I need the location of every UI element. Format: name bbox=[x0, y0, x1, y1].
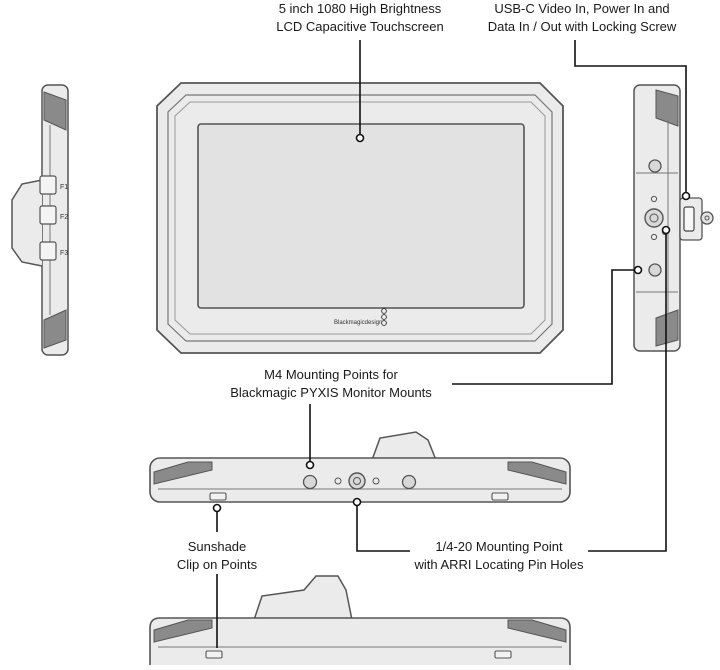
callout-m4: M4 Mounting Points for Blackmagic PYXIS … bbox=[216, 366, 446, 402]
bottom-view bbox=[149, 431, 571, 503]
callout-sunshade-line1: Sunshade bbox=[187, 539, 247, 554]
left-side-view: F1 F2 F3 bbox=[11, 84, 69, 356]
locking-screw-center bbox=[704, 215, 710, 221]
callout-m4-line1: M4 Mounting Points for bbox=[264, 367, 398, 382]
callout-screen: 5 inch 1080 High Brightness LCD Capaciti… bbox=[260, 0, 460, 36]
arri-pin-hole-side-top bbox=[650, 195, 658, 203]
brand-logo-mark bbox=[381, 308, 387, 326]
sunshade-clip-point-top-right bbox=[494, 650, 512, 659]
leader-usbc bbox=[574, 40, 687, 194]
sunshade-clip-point-right bbox=[491, 492, 509, 501]
anchor-m4-side bbox=[633, 265, 643, 275]
m4-mounting-point-side-lower bbox=[648, 263, 662, 277]
callout-usbc: USB-C Video In, Power In and Data In / O… bbox=[474, 0, 690, 36]
bottom-right-bumper bbox=[507, 461, 567, 485]
bottom-left-bumper bbox=[153, 461, 213, 485]
right-side-view bbox=[633, 84, 714, 352]
quarter-twenty-mount-core bbox=[353, 477, 361, 485]
button-label-f2: F2 bbox=[60, 214, 68, 221]
anchor-sunshade bbox=[212, 503, 222, 513]
leader-m4-side bbox=[452, 269, 638, 385]
sunshade-clip-point-left bbox=[209, 492, 227, 501]
callout-m4-line2: Blackmagic PYXIS Monitor Mounts bbox=[230, 385, 432, 400]
left-side-bottom-bumper bbox=[43, 309, 67, 349]
m4-mounting-point-side-upper bbox=[648, 159, 662, 173]
leader-quarter-twenty bbox=[356, 502, 410, 552]
callout-screen-line2: LCD Capacitive Touchscreen bbox=[276, 19, 444, 34]
anchor-m4-bottom bbox=[305, 460, 315, 470]
function-button-f3[interactable] bbox=[39, 241, 57, 261]
top-right-bumper bbox=[507, 619, 567, 643]
left-side-top-bumper bbox=[43, 91, 67, 131]
anchor-screen bbox=[355, 133, 365, 143]
quarter-twenty-mount-thread bbox=[348, 472, 366, 490]
mount-thread-side-core bbox=[649, 213, 659, 223]
button-label-f3: F3 bbox=[60, 250, 68, 257]
sunshade-clip-point-top-left bbox=[205, 650, 223, 659]
leader-quarter-twenty-side bbox=[588, 230, 667, 552]
right-side-bottom-bumper bbox=[655, 309, 679, 347]
left-side-rear-housing bbox=[11, 179, 43, 267]
front-bezel-face bbox=[174, 101, 546, 335]
function-button-f1[interactable] bbox=[39, 175, 57, 195]
m4-mounting-point-left bbox=[302, 474, 318, 490]
anchor-quarter-twenty-side bbox=[661, 225, 671, 235]
anchor-quarter-twenty bbox=[352, 497, 362, 507]
top-body bbox=[149, 617, 571, 665]
callout-mount-line2: with ARRI Locating Pin Holes bbox=[414, 557, 584, 572]
callout-screen-line1: 5 inch 1080 High Brightness bbox=[278, 1, 442, 16]
arri-pin-hole-side-bottom bbox=[650, 233, 658, 241]
callout-mount-line1: 1/4-20 Mounting Point bbox=[435, 539, 563, 554]
usb-c-port[interactable] bbox=[683, 206, 695, 232]
locking-screw[interactable] bbox=[700, 211, 714, 225]
front-inner-bezel bbox=[167, 94, 553, 342]
callout-usbc-line1: USB-C Video In, Power In and bbox=[494, 1, 670, 16]
anchor-usbc bbox=[681, 191, 691, 201]
leader-anchors bbox=[212, 133, 691, 513]
callout-mount: 1/4-20 Mounting Point with ARRI Locating… bbox=[404, 538, 594, 574]
function-button-f2[interactable] bbox=[39, 205, 57, 225]
callout-sunshade-line2: Clip on Points bbox=[176, 557, 258, 572]
leader-lines bbox=[216, 40, 687, 648]
arri-pin-hole-left bbox=[334, 477, 342, 485]
m4-mounting-point-right bbox=[401, 474, 417, 490]
top-left-bumper bbox=[153, 619, 213, 643]
front-view: Blackmagicdesign bbox=[156, 82, 564, 354]
brand-logo-text: Blackmagicdesign bbox=[334, 320, 382, 326]
bottom-rear-housing bbox=[371, 431, 437, 461]
lcd-touchscreen[interactable] bbox=[197, 123, 525, 309]
top-rear-housing bbox=[253, 575, 353, 621]
callout-sunshade: Sunshade Clip on Points bbox=[162, 538, 272, 574]
callout-usbc-line2: Data In / Out with Locking Screw bbox=[487, 19, 677, 34]
top-view bbox=[149, 575, 571, 665]
right-side-top-bumper bbox=[655, 89, 679, 127]
button-label-f1: F1 bbox=[60, 184, 68, 191]
function-buttons: F1 F2 F3 bbox=[39, 175, 68, 261]
arri-pin-hole-right bbox=[372, 477, 380, 485]
mount-thread-side bbox=[644, 208, 664, 228]
